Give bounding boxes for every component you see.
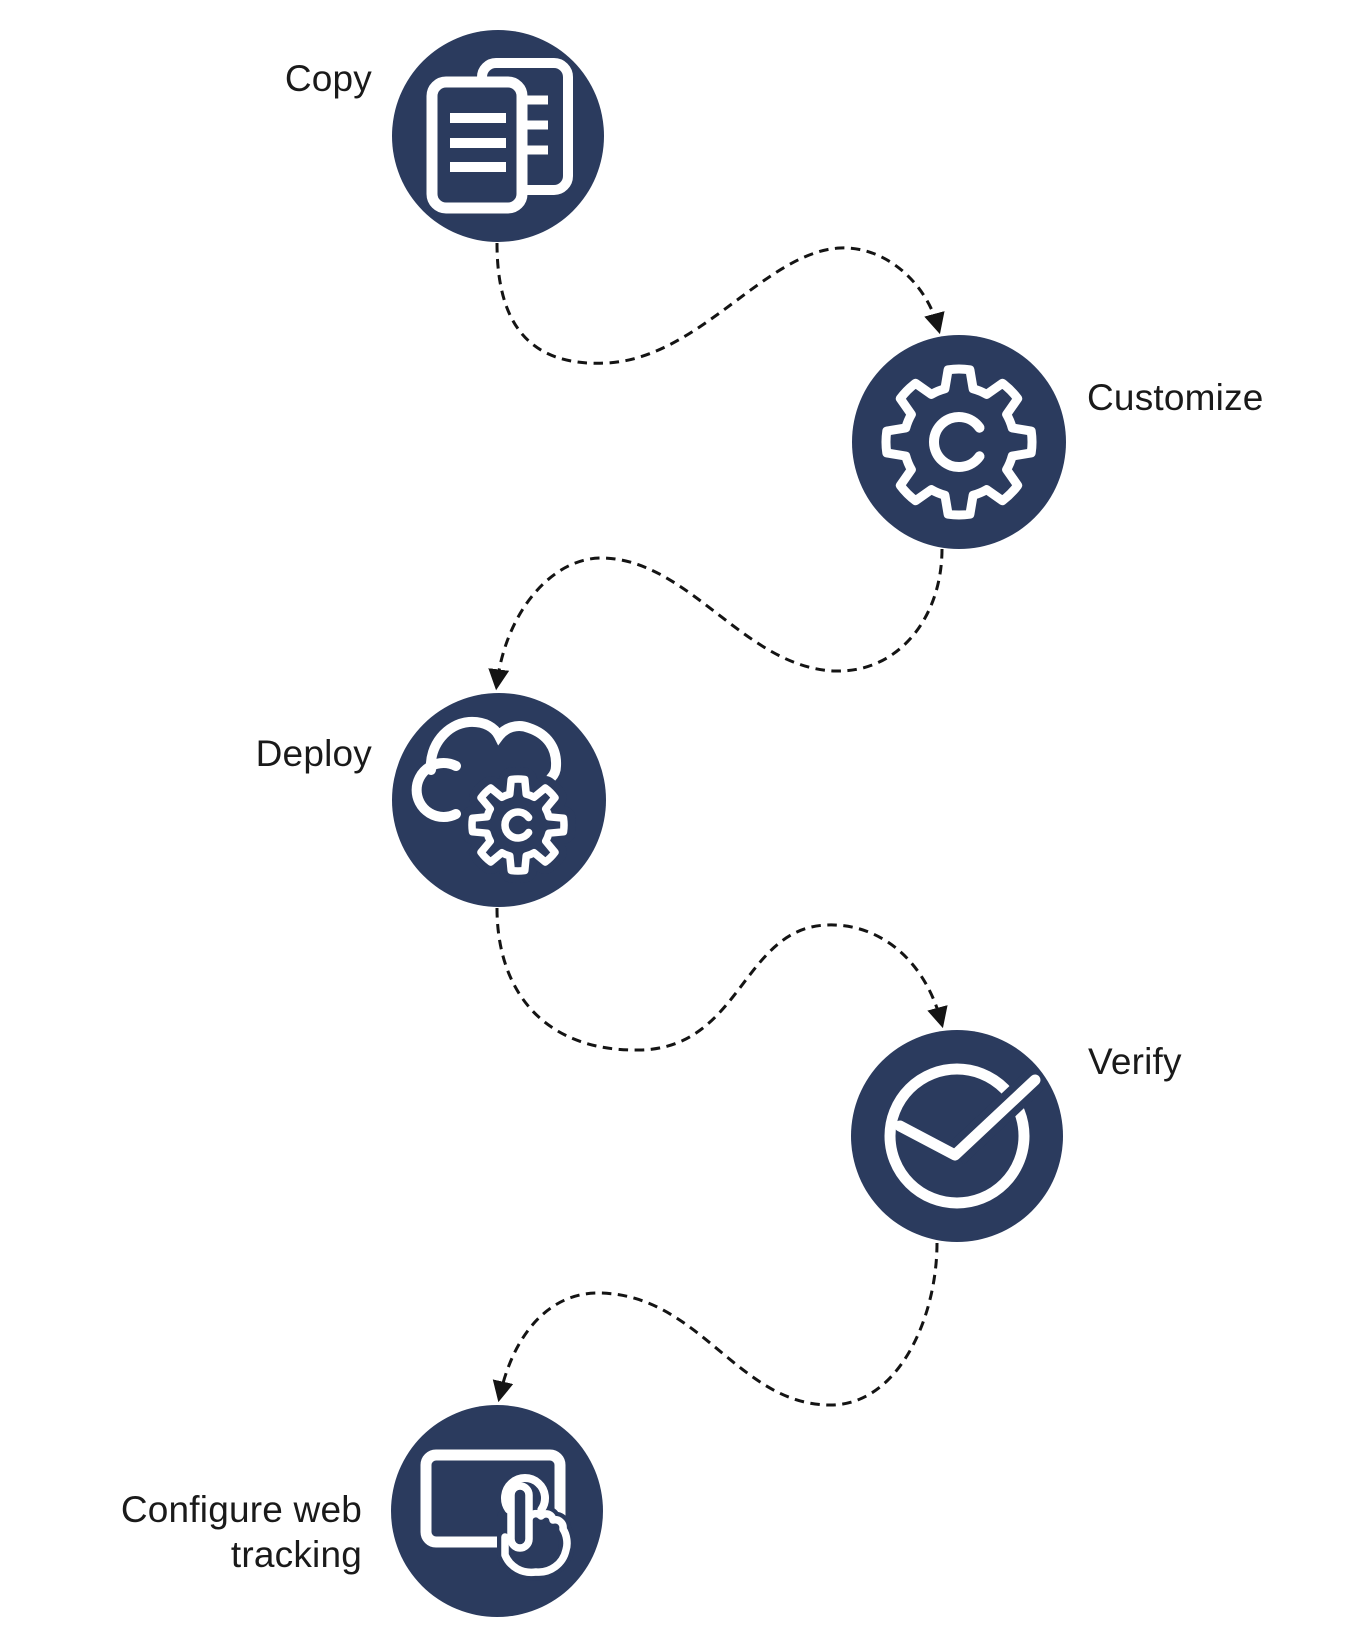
step-label-configure-web-tracking: Configure web tracking (82, 1487, 362, 1577)
connector-verify-to-configure (492, 1242, 939, 1407)
step-label-copy: Copy (284, 58, 372, 99)
front-document-lines (450, 113, 506, 172)
step-node-copy (392, 30, 604, 242)
cloud-top-outline (425, 716, 562, 783)
connector-customize-to-deploy (488, 548, 944, 691)
configure-label-line1: Configure web (120, 1489, 362, 1530)
cloud-lower-left-arc (411, 758, 461, 822)
check-ring (884, 1063, 1030, 1209)
pointer-finger (507, 1482, 533, 1552)
copy-documents-icon (426, 58, 573, 214)
configure-label-line2: tracking (230, 1534, 362, 1575)
step-node-verify (851, 1030, 1063, 1242)
gear-outline (881, 364, 1037, 520)
step-label-verify: Verify (1088, 1041, 1182, 1082)
touch-screen-icon (420, 1449, 575, 1581)
fist-outline (501, 1509, 571, 1577)
connector-deploy-to-verify (495, 907, 948, 1052)
cloud-gear-icon (411, 716, 576, 883)
check-mark (894, 1074, 1041, 1161)
step-node-customize (852, 335, 1066, 549)
gear-center-c (929, 412, 985, 472)
small-gear (460, 767, 576, 883)
check-circle-icon (884, 1063, 1044, 1209)
touch-ripple-arc (501, 1474, 549, 1514)
gear-icon (881, 364, 1037, 520)
small-gear-center-c (501, 808, 533, 842)
small-gear-outline (468, 775, 568, 875)
step-node-deploy (392, 693, 606, 907)
screen-shape (420, 1449, 566, 1548)
connector-copy-to-customize (495, 242, 945, 365)
step-label-customize: Customize (1087, 377, 1264, 418)
back-document-lines (524, 95, 548, 155)
step-node-configure (391, 1405, 603, 1617)
step-label-deploy: Deploy (255, 733, 372, 774)
